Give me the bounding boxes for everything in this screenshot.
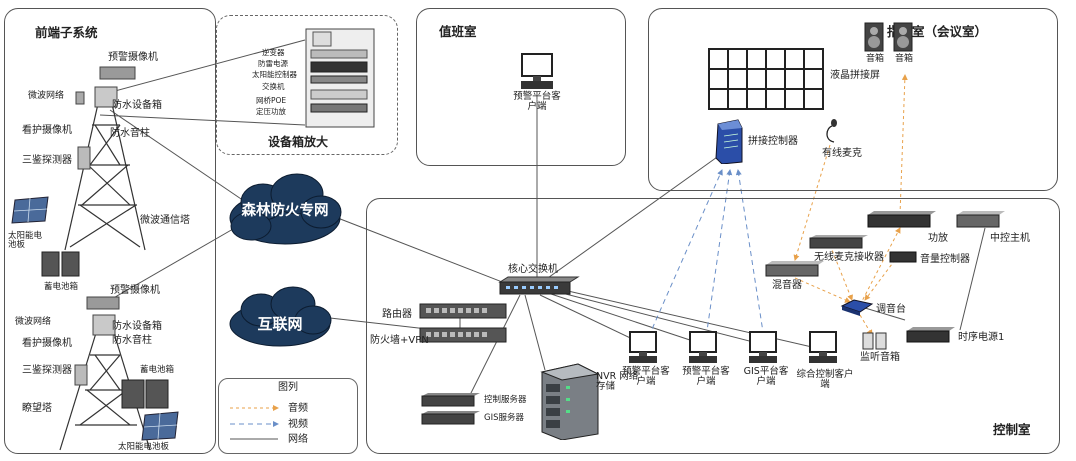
wireless-receiver-icon	[809, 235, 868, 249]
mixer-label: 混音器	[772, 280, 802, 291]
legend: 图列	[218, 378, 358, 454]
client-3-label: GIS平台客户端	[743, 366, 789, 388]
lcd-video-wall	[708, 48, 824, 110]
frontend-panel: 前端子系统	[4, 8, 216, 454]
core-switch-label: 核心交换机	[508, 264, 558, 275]
equip-item-4: 网桥POE	[256, 96, 287, 105]
console-label: 调音台	[876, 304, 906, 315]
equip-item-0: 逆变器	[262, 48, 285, 57]
label-microwave-tower: 微波通信塔	[140, 215, 190, 226]
label-battery-box-1: 蓄电池箱	[44, 282, 79, 292]
equipment-cabinet	[305, 28, 375, 128]
label-watchtower: 瞭望塔	[22, 403, 52, 414]
label-alarm-camera-1: 预警摄像机	[108, 52, 158, 63]
microwave-tower-1	[64, 66, 146, 251]
client-1-label: 预警平台客户端	[622, 366, 670, 388]
legend-network: 网络	[288, 434, 308, 445]
forest-fire-network-label: 森林防火专网	[241, 203, 329, 219]
solar-panel-2	[141, 411, 179, 441]
label-waterproof-box-2: 防水设备箱	[112, 321, 162, 332]
sequencer-label: 时序电源1	[958, 332, 1005, 343]
client-4-label: 综合控制客户端	[796, 369, 854, 391]
duty-room-panel: 值班室	[416, 8, 626, 166]
control-server-icon	[421, 393, 480, 407]
speaker-left-label: 音箱	[866, 54, 885, 64]
amplifier-icon	[867, 211, 936, 228]
gis-server-label: GIS服务器	[484, 413, 524, 423]
monitor-speaker-label: 监听音箱	[860, 352, 900, 363]
core-switch-icon	[498, 276, 580, 295]
label-waterproof-pole-1: 防水音柱	[110, 128, 150, 139]
battery-box-2	[121, 379, 169, 409]
label-waterproof-pole-2: 防水音柱	[112, 335, 152, 346]
splice-controller-icon	[715, 119, 743, 164]
client-computer-2	[689, 331, 717, 363]
sequencer-icon	[906, 327, 955, 343]
firewall-icon	[419, 327, 507, 343]
label-guard-camera-2: 看护摄像机	[22, 338, 72, 349]
control-room-panel: 控制室	[366, 198, 1060, 454]
speaker-right-icon	[893, 22, 913, 52]
duty-room-title: 值班室	[439, 24, 477, 39]
lcd-wall-label: 液晶拼接屏	[830, 70, 880, 81]
label-microwave-1: 微波网络	[28, 91, 65, 101]
speaker-left-icon	[864, 22, 884, 52]
label-triple-detector-1: 三鉴探测器	[22, 155, 72, 166]
nvr-storage-icon	[540, 363, 600, 440]
client-computer-4	[809, 331, 837, 363]
central-host-label: 中控主机	[990, 233, 1030, 244]
internet-label: 互联网	[257, 315, 303, 333]
client-computer-3	[749, 331, 777, 363]
legend-video: 视频	[288, 419, 308, 430]
client-computer-1	[629, 331, 657, 363]
label-solar-panel-1: 太阳能电池板	[8, 231, 43, 251]
frontend-title: 前端子系统	[35, 25, 98, 40]
label-triple-detector-2: 三鉴探测器	[22, 365, 72, 376]
label-battery-box-2: 蓄电池箱	[140, 365, 175, 375]
wired-mic-label: 有线麦克	[822, 148, 862, 159]
client-2-label: 预警平台客户端	[682, 366, 730, 388]
mixer-icon	[765, 261, 824, 277]
splice-controller-label: 拼接控制器	[748, 136, 798, 147]
monitor-speaker-icon	[862, 332, 887, 350]
equipment-box-title: 设备箱放大	[268, 135, 329, 149]
central-host-icon	[956, 211, 1005, 228]
duty-client-label: 预警平台客户端	[513, 91, 561, 113]
router-label: 路由器	[382, 309, 412, 320]
label-waterproof-box-1: 防水设备箱	[112, 100, 162, 111]
legend-title: 图列	[278, 382, 298, 393]
equipment-box-panel	[216, 15, 398, 155]
console-icon	[840, 299, 874, 316]
duty-client-computer	[521, 53, 553, 89]
router-icon	[419, 303, 507, 319]
forest-fire-network-cloud	[229, 173, 342, 245]
label-microwave-2: 微波网络	[15, 317, 52, 327]
equip-item-2: 太阳能控制器	[252, 70, 297, 79]
label-solar-panel-2: 太阳能电池板	[118, 442, 170, 452]
equip-item-3: 交换机	[262, 82, 285, 91]
volume-controller-icon	[889, 251, 917, 263]
volume-controller-label: 音量控制器	[920, 254, 970, 265]
label-alarm-camera-2: 预警摄像机	[110, 285, 160, 296]
firewall-label: 防火墙+VPN	[370, 335, 429, 346]
control-room-title: 控制室	[993, 422, 1031, 437]
equip-item-5: 定压功放	[256, 107, 286, 116]
gis-server-icon	[421, 411, 480, 425]
control-server-label: 控制服务器	[484, 395, 527, 405]
internet-cloud	[229, 286, 332, 347]
watchtower-structure	[59, 296, 151, 451]
label-guard-camera-1: 看护摄像机	[22, 125, 72, 136]
amplifier-label: 功放	[928, 233, 948, 244]
wireless-receiver-label: 无线麦克接收器	[814, 252, 884, 263]
solar-panel-1	[11, 196, 49, 224]
legend-audio: 音频	[288, 403, 308, 414]
nvr-label: NVR 网络存储	[596, 371, 639, 393]
wired-mic-icon	[826, 119, 837, 143]
battery-box-1	[41, 251, 80, 277]
equip-item-1: 防雷电源	[258, 59, 288, 68]
speaker-right-label: 音箱	[895, 54, 914, 64]
legend-swatches	[230, 405, 279, 440]
